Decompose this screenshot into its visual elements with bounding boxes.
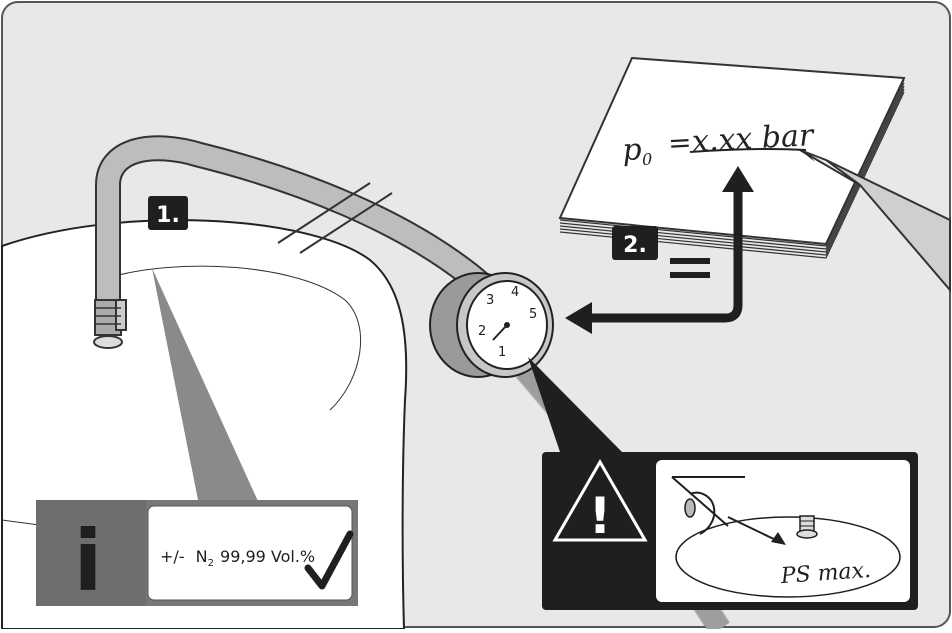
transfer-arrow [565,166,754,334]
step-2-label: 2. [612,226,658,260]
valve-icon [796,515,818,539]
note-p-subscript: 0 [642,150,653,170]
warning-symbol: ! [589,487,612,545]
pressure-gauge: 1 2 3 4 5 [429,272,554,378]
info-box: i +/- N2 99,99 Vol.% [36,500,358,610]
warning-pointer [528,357,622,452]
valve-top-outline [675,516,901,598]
pencil [799,149,951,293]
handwritten-note: p0 = x.xx bar [622,118,816,170]
step-1-label: 1. [148,196,188,230]
valve-connector [93,299,127,349]
note-p-symbol: p [622,132,643,168]
gauge-number-5: 5 [529,307,537,322]
info-pointer [152,268,262,510]
step-1-text: 1. [156,203,180,228]
warning-box: ! PS max. [542,452,918,610]
note-underline [689,147,807,153]
info-purity: 99,99 Vol.% [220,547,315,566]
gauge-number-2: 2 [478,324,486,339]
warning-triangle-icon [552,458,648,542]
info-gas-subscript: 2 [208,558,214,569]
gauge-number-4: 4 [511,285,519,300]
gauge-number-1: 1 [498,345,506,360]
gauge-number-3: 3 [486,293,494,308]
svg-text:p0: p0 [622,132,653,170]
checkmark-icon [304,530,354,590]
equals-sign [670,258,710,278]
note-value: x.xx bar [691,118,816,159]
info-prefix: +/- [160,547,185,566]
hose [95,135,509,310]
info-gas: N [196,547,208,566]
note-equals: = [667,126,692,160]
sight-arrow [727,516,781,543]
step-2-text: 2. [623,233,647,258]
info-icon: i [74,512,103,610]
